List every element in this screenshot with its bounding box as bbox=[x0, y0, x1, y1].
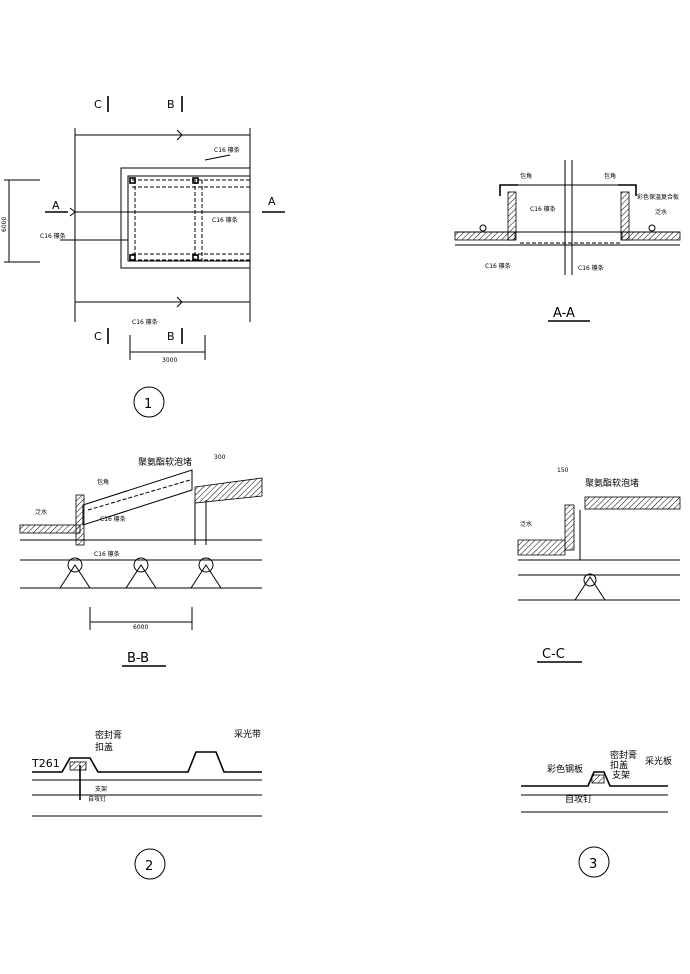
foam-label: 聚氨酯软泡堵 bbox=[585, 477, 639, 489]
panel-label: 彩色保温复合板 bbox=[637, 193, 679, 201]
bracket-label: 支架 bbox=[95, 785, 107, 793]
purlin-label-2: C16 檩条 bbox=[94, 550, 120, 558]
dim-6000: 6000 bbox=[1, 217, 8, 232]
bracket-label: 支架 bbox=[612, 769, 630, 781]
light-strip-label: 采光带 bbox=[234, 728, 261, 740]
leader bbox=[204, 154, 231, 161]
screw-label: 自攻钉 bbox=[88, 795, 106, 803]
rib bbox=[479, 224, 487, 232]
flashing-label: 泛水 bbox=[35, 508, 47, 516]
section-bb: 聚氨酯软泡堵 300 包角 泛水 C16 檩条 C16 檩条 6000 B-B bbox=[19, 454, 263, 667]
roof-panel bbox=[194, 477, 263, 504]
light-panel-label: 采光板 bbox=[645, 755, 672, 767]
insulation-panel bbox=[454, 231, 516, 241]
flashing-label: 泛水 bbox=[655, 208, 667, 216]
detail-3: 密封膏 扣盖 彩色钢板 支架 采光板 自攻钉 3 bbox=[521, 749, 672, 878]
cut-label-c-bottom: C bbox=[94, 330, 102, 343]
node bbox=[192, 177, 199, 184]
profiled-sheet bbox=[521, 771, 668, 787]
cap bbox=[69, 761, 87, 771]
dim-6000: 6000 bbox=[133, 624, 148, 631]
node bbox=[129, 254, 136, 261]
section-cc-title: C-C bbox=[542, 647, 565, 662]
curb bbox=[564, 504, 575, 551]
insulation-panel bbox=[621, 231, 681, 241]
corner-flashing bbox=[618, 184, 637, 196]
truss-node bbox=[67, 557, 83, 573]
dim-150: 150 bbox=[557, 467, 569, 474]
corner-label: 包角 bbox=[97, 478, 109, 486]
roof-panel bbox=[584, 496, 681, 510]
sealant-label: 密封膏 bbox=[95, 729, 122, 741]
purlin-label-right: C16 檩条 bbox=[212, 216, 238, 224]
section-bb-title: B-B bbox=[127, 651, 149, 666]
cut-label-b-top: B bbox=[167, 98, 175, 111]
truss-web bbox=[190, 564, 222, 589]
rib bbox=[648, 224, 656, 232]
break-mark bbox=[176, 129, 183, 141]
detail-number-1: 1 bbox=[144, 397, 152, 412]
break-mark bbox=[176, 296, 183, 308]
corner-flashing bbox=[499, 184, 518, 196]
detail-circle-3 bbox=[578, 846, 610, 878]
t261-label: T261 bbox=[31, 757, 60, 770]
truss-node bbox=[583, 573, 597, 587]
purlin-label: C16 檩条 bbox=[100, 515, 126, 523]
curb-left bbox=[507, 191, 517, 241]
truss-web bbox=[59, 564, 91, 589]
cap bbox=[591, 774, 605, 784]
purlin-label-br: C16 檩条 bbox=[578, 264, 604, 272]
curb bbox=[75, 494, 85, 546]
cut-label-a-left: A bbox=[52, 199, 60, 212]
node bbox=[129, 177, 136, 184]
truss-web bbox=[125, 564, 157, 589]
screw-label: 自攻钉 bbox=[565, 793, 592, 805]
truss-web bbox=[574, 576, 606, 601]
dim-3000: 3000 bbox=[162, 357, 177, 364]
curb-right bbox=[620, 191, 630, 241]
cap-label: 扣盖 bbox=[610, 759, 628, 771]
detail-2: 密封膏 扣盖 采光带 T261 支架 自攻钉 2 bbox=[31, 728, 262, 880]
corner-label-left: 包角 bbox=[520, 172, 532, 180]
insulation-panel bbox=[517, 539, 566, 556]
detail-circle-1 bbox=[133, 386, 165, 418]
insulation-panel bbox=[19, 524, 81, 534]
opening-inner bbox=[127, 175, 251, 262]
purlin-label-bottom: C16 檩条 bbox=[132, 318, 158, 326]
detail-number-3: 3 bbox=[589, 857, 597, 872]
cut-label-c-top: C bbox=[94, 98, 102, 111]
purlin-label: C16 檩条 bbox=[530, 205, 556, 213]
detail-number-2: 2 bbox=[145, 859, 153, 874]
purlin-label-top: C16 檩条 bbox=[214, 146, 240, 154]
break-mark bbox=[69, 207, 76, 217]
truss-node bbox=[133, 557, 149, 573]
plan-view: C B C B A A bbox=[1, 96, 285, 418]
node bbox=[192, 254, 199, 261]
steel-label: 彩色钢板 bbox=[547, 763, 583, 775]
section-aa-title: A-A bbox=[553, 306, 575, 321]
cap-label: 扣盖 bbox=[95, 741, 113, 753]
purlin-label-left: C16 檩条 bbox=[40, 232, 66, 240]
profiled-sheet bbox=[32, 751, 262, 773]
section-cc: 150 聚氨酯软泡堵 泛水 C-C bbox=[517, 467, 681, 663]
flashing-label: 泛水 bbox=[520, 520, 532, 528]
section-aa: 包角 包角 C16 檩条 彩色保温复合板 泛水 C16 檩条 C16 檩条 A-… bbox=[454, 160, 681, 322]
detail-circle-2 bbox=[134, 848, 166, 880]
cut-label-b-bottom: B bbox=[167, 330, 175, 343]
purlin-label-bl: C16 檩条 bbox=[485, 262, 511, 270]
dim-300: 300 bbox=[214, 454, 226, 461]
cut-label-a-right: A bbox=[268, 195, 276, 208]
truss-node bbox=[198, 557, 214, 573]
corner-label-right: 包角 bbox=[604, 172, 616, 180]
sealant-label: 密封膏 bbox=[610, 749, 637, 761]
foam-label: 聚氨酯软泡堵 bbox=[138, 456, 192, 468]
